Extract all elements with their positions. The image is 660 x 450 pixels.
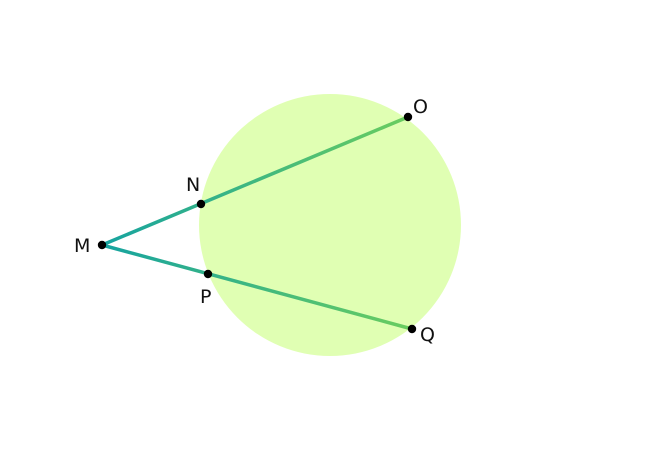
circle xyxy=(199,94,461,356)
label-q: Q xyxy=(420,324,435,346)
point-m xyxy=(97,240,107,250)
label-m: M xyxy=(74,235,90,257)
label-n: N xyxy=(186,174,200,196)
label-o: O xyxy=(413,96,428,118)
point-q xyxy=(407,324,417,334)
label-p: P xyxy=(200,286,211,308)
secant-m-o xyxy=(100,115,410,247)
point-n xyxy=(196,199,206,209)
secant-m-q xyxy=(100,243,414,331)
point-p xyxy=(203,269,213,279)
point-o xyxy=(403,112,413,122)
